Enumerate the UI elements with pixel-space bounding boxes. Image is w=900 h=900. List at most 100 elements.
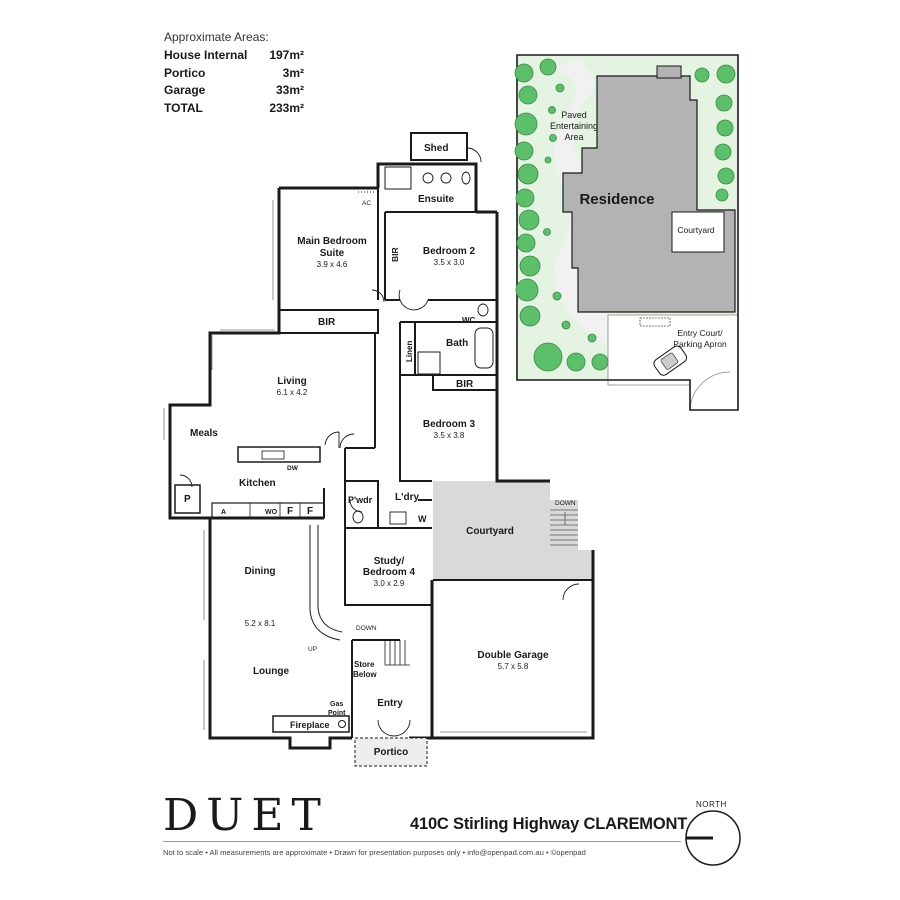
floor-plan [163,132,595,767]
entry-stairs [384,640,410,666]
trees [514,58,736,372]
room-label-store-below: Below [353,670,377,679]
dw-label: DW [287,465,299,472]
room-label-dining: Dining [244,566,275,577]
kitchen-bench [211,502,325,519]
area-schedule: Approximate Areas: House Internal 197m² P… [164,30,304,117]
room-labels: Shed Ensuite AC Main Bedroom Suite 3.9 x… [184,143,576,758]
brand-logo: DUET [163,790,329,841]
room-label-bir-vertical: BIR [390,247,400,262]
stair-up-label: UP [308,646,317,653]
pantry-label: P [184,494,191,505]
room-label-bedroom-4: Bedroom 4 [363,567,416,578]
area-value: 33m² [275,83,304,97]
portico-outline [354,737,428,767]
gas-point-label: Point [328,710,346,717]
north-arrow-icon [685,810,741,866]
room-dim-bedroom-2: 3.5 x 3.0 [434,258,465,267]
room-label-entry: Entry [377,698,403,709]
room-label-powder: P'wdr [348,495,373,505]
room-label-linen: Linen [405,341,414,362]
room-label-meals: Meals [190,428,218,439]
site-label-parking-apron: Parking Apron [673,339,727,349]
appliance-wo-label: WO [265,509,278,516]
area-label: Garage [164,83,206,97]
room-dim-main-bedroom: 3.9 x 4.6 [317,260,348,269]
property-address: 410C Stirling Highway CLAREMONT [410,815,688,833]
fireplace-box [272,715,350,733]
site-plan: Paved Entertaining Area Residence Courty… [514,54,739,411]
curved-stair [309,525,341,641]
room-label-laundry: L'dry [395,492,419,503]
site-label-entry-court: Entry Court/ [677,328,723,338]
room-dim-garage: 5.7 x 5.8 [498,662,529,671]
site-courtyard [671,211,725,253]
site-label-courtyard: Courtyard [677,225,715,235]
ac-label: AC [362,200,371,207]
room-label-store: Store [354,660,375,669]
room-dim-living: 6.1 x 4.2 [277,388,308,397]
shower [417,351,441,375]
bath-tub [474,327,494,369]
area-value: 233m² [269,100,304,115]
gas-label: Gas [330,701,343,708]
kitchen-sink [261,450,285,460]
area-label: House Internal [164,48,248,62]
area-row: TOTAL 233m² [164,100,304,118]
door-swings [179,147,580,737]
washer-label: W [418,514,427,524]
room-label-kitchen: Kitchen [239,478,276,489]
courtyard-stairs [550,509,578,546]
room-label-ensuite: Ensuite [418,194,455,205]
room-label-shed: Shed [424,143,448,154]
room-label-main-bedroom-suite: Suite [320,248,345,259]
room-label-bir: BIR [318,317,336,328]
site-label-paved: Paved [561,110,587,120]
site-labels: Paved Entertaining Area Residence Courty… [550,110,727,349]
room-label-study: Study/ [374,556,405,567]
courtyard-fill [433,481,550,580]
residence-footprint [562,75,736,313]
stair-down-label: DOWN [356,625,377,632]
site-label-residence: Residence [579,191,654,208]
room-dim-dining: 5.2 x 8.1 [245,619,276,628]
courtyard-down-label: DOWN [555,500,576,507]
room-label-living: Living [277,376,306,387]
room-label-wc: WC [462,316,476,325]
area-row: House Internal 197m² [164,47,304,65]
kitchen-island [237,446,321,463]
area-value: 3m² [282,65,304,80]
footer-divider [163,841,681,842]
area-schedule-heading: Approximate Areas: [164,30,269,44]
area-label: Portico [164,65,206,80]
site-label-area: Area [564,132,583,142]
room-label-courtyard: Courtyard [466,526,514,537]
area-row: Garage 33m² [164,82,304,100]
site-boundary [516,54,739,411]
shed-wall [410,132,468,161]
ensuite-shower [384,166,412,190]
area-row: Portico 3m² [164,65,304,83]
room-label-bedroom-2: Bedroom 2 [423,246,476,257]
area-value: 197m² [269,48,304,62]
north-label: NORTH [696,800,727,809]
windows [163,200,587,733]
area-label: TOTAL [164,100,203,115]
room-label-lounge: Lounge [253,666,290,677]
site-label-entertaining: Entertaining [550,121,598,131]
fridge-label: F [287,506,293,517]
room-label-bir-2: BIR [456,379,474,390]
room-dim-study: 3.0 x 2.9 [374,579,405,588]
residence-shed [656,65,682,79]
freezer-label: F [307,506,313,517]
interior-walls [279,188,593,738]
car-icon [653,345,688,376]
fireplace-label: Fireplace [290,720,330,730]
room-label-garage: Double Garage [477,650,549,661]
appliance-a-label: A [221,509,226,516]
room-label-bedroom-3: Bedroom 3 [423,419,476,430]
disclaimer-footer: Not to scale • All measurements are appr… [163,848,586,857]
pantry-box [174,484,201,514]
